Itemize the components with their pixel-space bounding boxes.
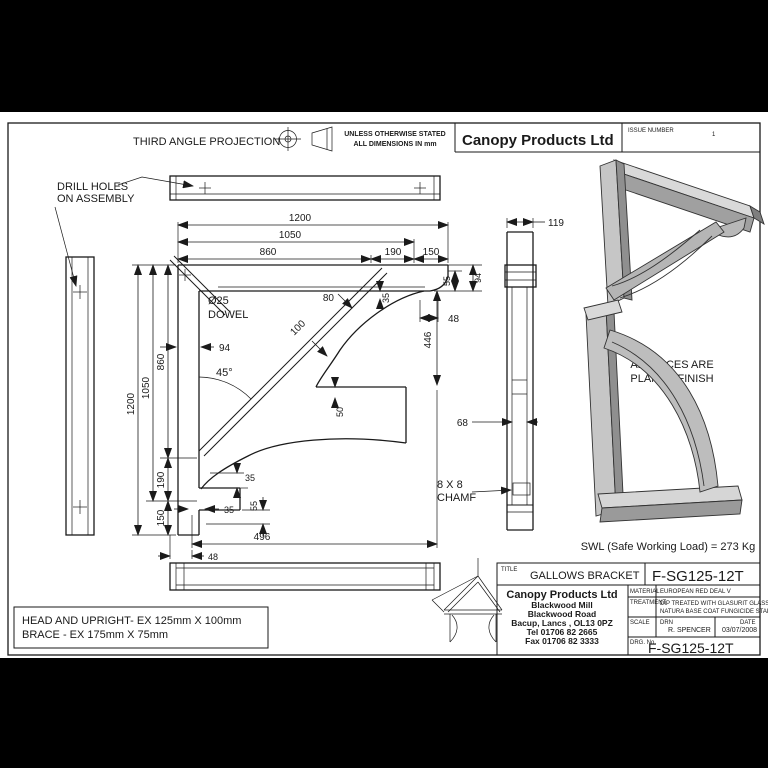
dim-190-top: 190 xyxy=(385,247,402,258)
dim-446: 446 xyxy=(423,331,434,348)
dim-35-mid: 35 xyxy=(381,293,391,303)
drn-label: DRN xyxy=(660,620,673,626)
tb-company: Canopy Products Ltd xyxy=(506,589,617,601)
corner-dowel xyxy=(169,255,230,316)
drawing-title: GALLOWS BRACKET xyxy=(530,570,640,582)
issue-label: ISSUE NUMBER xyxy=(628,128,674,134)
bottom-dimensions: 35 35 55 496 48 xyxy=(158,390,438,562)
upright-front-view xyxy=(65,256,95,536)
note-line2: ALL DIMENSIONS IN mm xyxy=(353,141,436,148)
dim-150-top: 150 xyxy=(423,247,440,258)
dim-860-left: 860 xyxy=(156,353,167,370)
angle-arc xyxy=(198,376,252,400)
dim-860-top: 860 xyxy=(260,247,277,258)
head-top-view xyxy=(169,175,441,201)
dim-190-left: 190 xyxy=(156,471,167,488)
dim-68: 68 xyxy=(457,418,469,429)
dim-45-angle: 45° xyxy=(216,367,233,379)
projection-label: THIRD ANGLE PROJECTION xyxy=(133,136,280,148)
mid-annotations: Ø25 DOWEL 94 45° 100 80 35 50 xyxy=(160,281,391,417)
chamf-label-2: CHAMF xyxy=(437,492,476,504)
front-view-dimensions: 1200 1050 860 190 150 1200 1050 860 190 … xyxy=(126,213,483,536)
dim-35-b: 35 xyxy=(224,505,234,515)
tb-tel: Tel 01706 82 2665 xyxy=(527,627,598,637)
iso-view-top xyxy=(599,159,765,307)
scale-label: SCALE xyxy=(630,620,650,626)
date-label: DATE xyxy=(740,620,756,626)
third-angle-symbol-icon xyxy=(275,126,333,152)
chamf-label-1: 8 X 8 xyxy=(437,479,463,491)
treatment-value-1: DIP TREATED WITH GLASURIT GLASSOHYD xyxy=(660,601,768,607)
dim-1200-top: 1200 xyxy=(289,213,312,224)
note-line1: UNLESS OTHERWISE STATED xyxy=(344,131,446,138)
dowel-label-2: DOWEL xyxy=(208,309,248,321)
drill-callout: DRILL HOLES ON ASSEMBLY xyxy=(54,176,194,287)
dim-55-bottom: 55 xyxy=(249,501,259,511)
dim-50-mid: 50 xyxy=(335,407,345,417)
drg-number: F-SG125-12T xyxy=(648,640,734,656)
dim-35-a: 35 xyxy=(245,473,255,483)
drill-label-2: ON ASSEMBLY xyxy=(57,193,135,205)
sheet-paper xyxy=(0,112,768,658)
material-label: MATERIAL xyxy=(630,589,660,595)
tb-addr3: Bacup, Lancs , OL13 0PZ xyxy=(511,618,613,628)
dim-55-right: 55 xyxy=(442,276,452,286)
treatment-value-2: NATURA BASE COAT FUNGICIDE STAIN xyxy=(660,609,768,615)
treatment-label: TREATMENT xyxy=(630,600,667,606)
dowel-label-1: Ø25 xyxy=(208,295,229,307)
drill-hole-mark xyxy=(199,182,211,194)
dim-1050-top: 1050 xyxy=(279,230,302,241)
title-label: TITLE xyxy=(501,567,517,573)
drawing-code: F-SG125-12T xyxy=(652,568,744,585)
drill-hole-mark xyxy=(414,182,426,194)
dim-119: 119 xyxy=(548,218,564,229)
swl-note: SWL (Safe Working Load) = 273 Kg xyxy=(581,541,756,553)
dim-94-post: 94 xyxy=(219,343,231,354)
border-frame xyxy=(7,122,761,656)
bracket-side-view: 119 68 8 X 8 CHAMF xyxy=(437,218,564,531)
dim-1200-left: 1200 xyxy=(126,392,137,415)
drill-hole-mark xyxy=(73,285,87,299)
drill-hole-mark xyxy=(73,500,87,514)
drg-label: DRG. No. xyxy=(630,640,656,646)
date-value: 03/07/2008 xyxy=(722,627,757,634)
tb-fax: Fax 01706 82 3333 xyxy=(525,636,599,646)
dim-48-right: 48 xyxy=(448,314,460,325)
head-front-view xyxy=(169,562,441,591)
brace-lower-curve xyxy=(200,438,407,490)
title-block: TITLE GALLOWS BRACKET F-SG125-12T Canopy… xyxy=(496,562,768,656)
brace-upper-curve xyxy=(315,290,425,388)
issue-value: 1 xyxy=(712,132,716,138)
dim-48-bottom: 48 xyxy=(208,552,218,562)
drn-value: R. SPENCER xyxy=(668,627,711,634)
dim-150-left: 150 xyxy=(156,509,167,526)
header: Canopy Products Ltd ISSUE NUMBER 1 THIRD… xyxy=(133,123,760,153)
dim-1050-left: 1050 xyxy=(141,376,152,399)
tb-addr2: Blackwood Road xyxy=(528,609,596,619)
spec-line-2: BRACE - EX 175mm X 75mm xyxy=(22,629,168,641)
dim-94-right: 94 xyxy=(473,273,483,283)
spec-line-1: HEAD AND UPRIGHT- EX 125mm X 100mm xyxy=(22,615,241,627)
dim-496: 496 xyxy=(254,532,271,543)
dim-80-brace: 80 xyxy=(323,293,335,304)
canopy-logo xyxy=(431,558,503,643)
tb-addr1: Blackwood Mill xyxy=(531,600,592,610)
drill-label-1: DRILL HOLES xyxy=(57,181,128,193)
cone-symbol-icon xyxy=(311,126,333,152)
company-title: Canopy Products Ltd xyxy=(462,132,614,149)
spec-box: HEAD AND UPRIGHT- EX 125mm X 100mm BRACE… xyxy=(13,606,269,649)
material-value: EUROPEAN RED DEAL V xyxy=(660,589,731,595)
iso-view-bottom xyxy=(583,299,743,523)
